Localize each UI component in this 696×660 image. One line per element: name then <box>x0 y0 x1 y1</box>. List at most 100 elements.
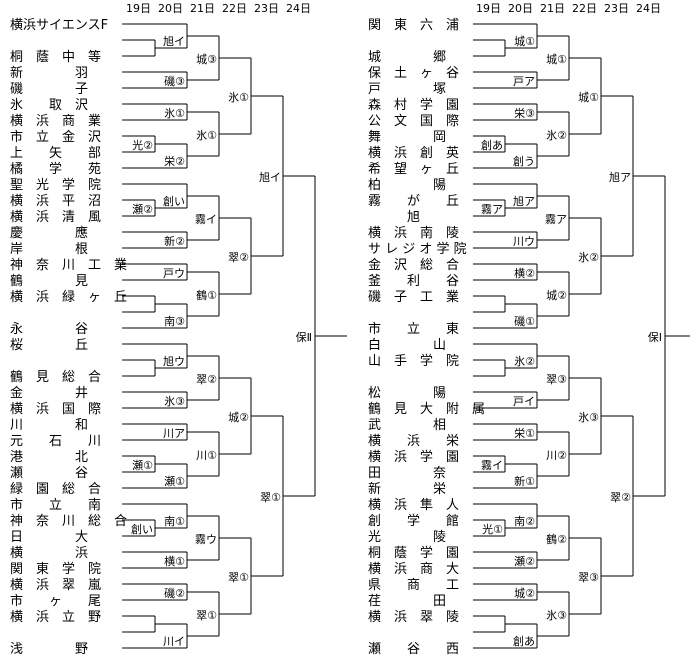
team-name: 創 学 館 <box>368 513 459 529</box>
team-name: 武 相 <box>368 418 446 433</box>
team-name: 市 ヶ 尾 <box>10 593 101 609</box>
day-header-left: 20日 <box>158 2 183 15</box>
day-header-right: 22日 <box>572 2 597 15</box>
team-name: 横 浜 隼 人 <box>368 497 459 513</box>
team-name: 日 大 <box>10 530 88 545</box>
team-name: 横 浜 翠 嵐 <box>10 578 101 593</box>
result-label-r3: 鶴① <box>196 288 217 302</box>
team-name: 横 浜 平 沼 <box>10 194 101 209</box>
result-label-r2: 戸ウ <box>163 267 185 280</box>
result-label-r3: 霧ア <box>545 213 567 226</box>
team-name: 横 浜 商 大 <box>368 562 459 577</box>
team-name: 桐 蔭 中 等 <box>10 49 101 65</box>
team-name: 鶴 見 <box>10 273 88 289</box>
result-label-r2: 磯① <box>514 315 535 328</box>
team-name: 松 陽 <box>368 386 446 401</box>
result-label-r2: 城② <box>514 587 535 600</box>
result-label-r1: 瀬② <box>132 202 153 216</box>
team-name: 希 望 ヶ 丘 <box>368 161 459 177</box>
result-label-r3: 鶴② <box>546 532 567 546</box>
team-name: 柏 陽 <box>368 178 446 193</box>
result-label-r4: 城② <box>228 411 249 424</box>
result-label-r2: 旭ア <box>513 194 535 208</box>
result-label-r4: 氷① <box>228 91 249 104</box>
team-name: 森 村 学 園 <box>368 97 459 113</box>
result-label-r3: 氷② <box>546 129 567 142</box>
result-label-r2: 栄③ <box>514 106 535 120</box>
result-label-r5: 翠① <box>260 491 281 504</box>
day-header-right: 24日 <box>636 2 661 15</box>
result-label-r4: 翠① <box>228 571 249 584</box>
team-name: 市 立 金 沢 <box>10 129 101 145</box>
team-name: 公 文 国 際 <box>368 114 459 129</box>
day-header-left: 21日 <box>190 2 215 15</box>
team-name: 横 浜 清 風 <box>10 210 101 225</box>
result-label-r1: 霧ア <box>481 203 503 216</box>
result-label-r2: 南① <box>164 515 185 528</box>
result-label-r2: 瀬② <box>514 554 535 568</box>
team-name: 瀬 谷 西 <box>368 642 459 657</box>
result-label-r2: 栄① <box>514 426 535 440</box>
result-label-r4: 氷③ <box>578 411 599 424</box>
result-label-r2: 新① <box>514 474 535 488</box>
result-label-r3: 川② <box>546 449 567 462</box>
team-name: 横 浜 <box>10 546 88 561</box>
result-label-r2: 旭イ <box>163 34 185 48</box>
team-name: 新 羽 <box>10 65 88 81</box>
team-name: 神 奈 川 総 合 <box>10 514 127 529</box>
day-header-left: 23日 <box>254 2 279 15</box>
result-label-r2: 戸イ <box>513 395 535 408</box>
result-label-r4: 氷② <box>578 251 599 264</box>
result-label-r1: 光② <box>132 138 153 152</box>
team-name: 横 浜 南 陵 <box>368 225 459 241</box>
result-label-r2: 戸ア <box>513 75 535 88</box>
result-label-r1: 瀬① <box>132 458 153 472</box>
result-label-r3: 霧イ <box>195 213 217 226</box>
day-header-left: 22日 <box>222 2 247 15</box>
team-name: 神 奈 川 工 業 <box>10 257 127 273</box>
team-name: 横 浜 翠 陵 <box>368 610 459 625</box>
result-label-r1: 創あ <box>481 138 503 152</box>
team-name: 横 浜 商 業 <box>10 113 101 129</box>
day-header-right: 23日 <box>604 2 629 15</box>
team-name: 横浜サイエンスF <box>10 18 108 33</box>
result-label-r3: 氷① <box>196 129 217 142</box>
result-label-r1: 霧イ <box>481 459 503 472</box>
result-label-r5: 旭ア <box>609 170 631 184</box>
team-name: 氷 取 沢 <box>10 98 88 113</box>
team-name: 霧 が 丘 <box>368 194 459 209</box>
result-label-r2: 川イ <box>163 635 185 648</box>
result-label-r4: 翠② <box>228 251 249 264</box>
result-label-r2: 創う <box>513 154 535 168</box>
team-name: 金 井 <box>10 385 88 401</box>
result-label-r3: 城① <box>546 53 567 66</box>
team-name: 光 陵 <box>368 530 446 545</box>
team-name: 釜 利 谷 <box>368 274 459 289</box>
team-name: 市 立 南 <box>10 497 101 513</box>
team-name: 山 手 学 院 <box>368 353 459 369</box>
result-label-r2: 瀬① <box>164 474 185 488</box>
day-header-right: 21日 <box>540 2 565 15</box>
result-label-r1: 光① <box>482 522 503 536</box>
team-name: 港 北 <box>10 450 88 465</box>
day-header-right: 20日 <box>508 2 533 15</box>
result-label-r1: 創い <box>131 522 153 536</box>
day-header-right: 19日 <box>476 2 501 15</box>
result-label-r2: 南② <box>514 515 535 528</box>
result-label-r5: 旭イ <box>259 170 281 184</box>
day-header-left: 19日 <box>126 2 151 15</box>
team-name: 慶 應 <box>10 225 88 241</box>
team-name: 磯 子 工 業 <box>368 289 459 305</box>
team-name: 横 浜 立 野 <box>10 610 101 625</box>
team-name: 聖 光 学 院 <box>10 177 101 193</box>
team-name: 横 浜 緑 ヶ 丘 <box>10 290 127 305</box>
team-name: 横 浜 国 際 <box>10 402 101 417</box>
result-label-r2: 創い <box>163 194 185 208</box>
team-name: 舞 岡 <box>368 130 446 145</box>
team-name: 緑 園 総 合 <box>10 482 101 497</box>
result-label-r2: 氷① <box>164 107 185 120</box>
result-label-r2: 城① <box>514 35 535 48</box>
result-label-r3: 霧ウ <box>195 533 217 546</box>
team-name: 城 郷 <box>368 50 446 65</box>
